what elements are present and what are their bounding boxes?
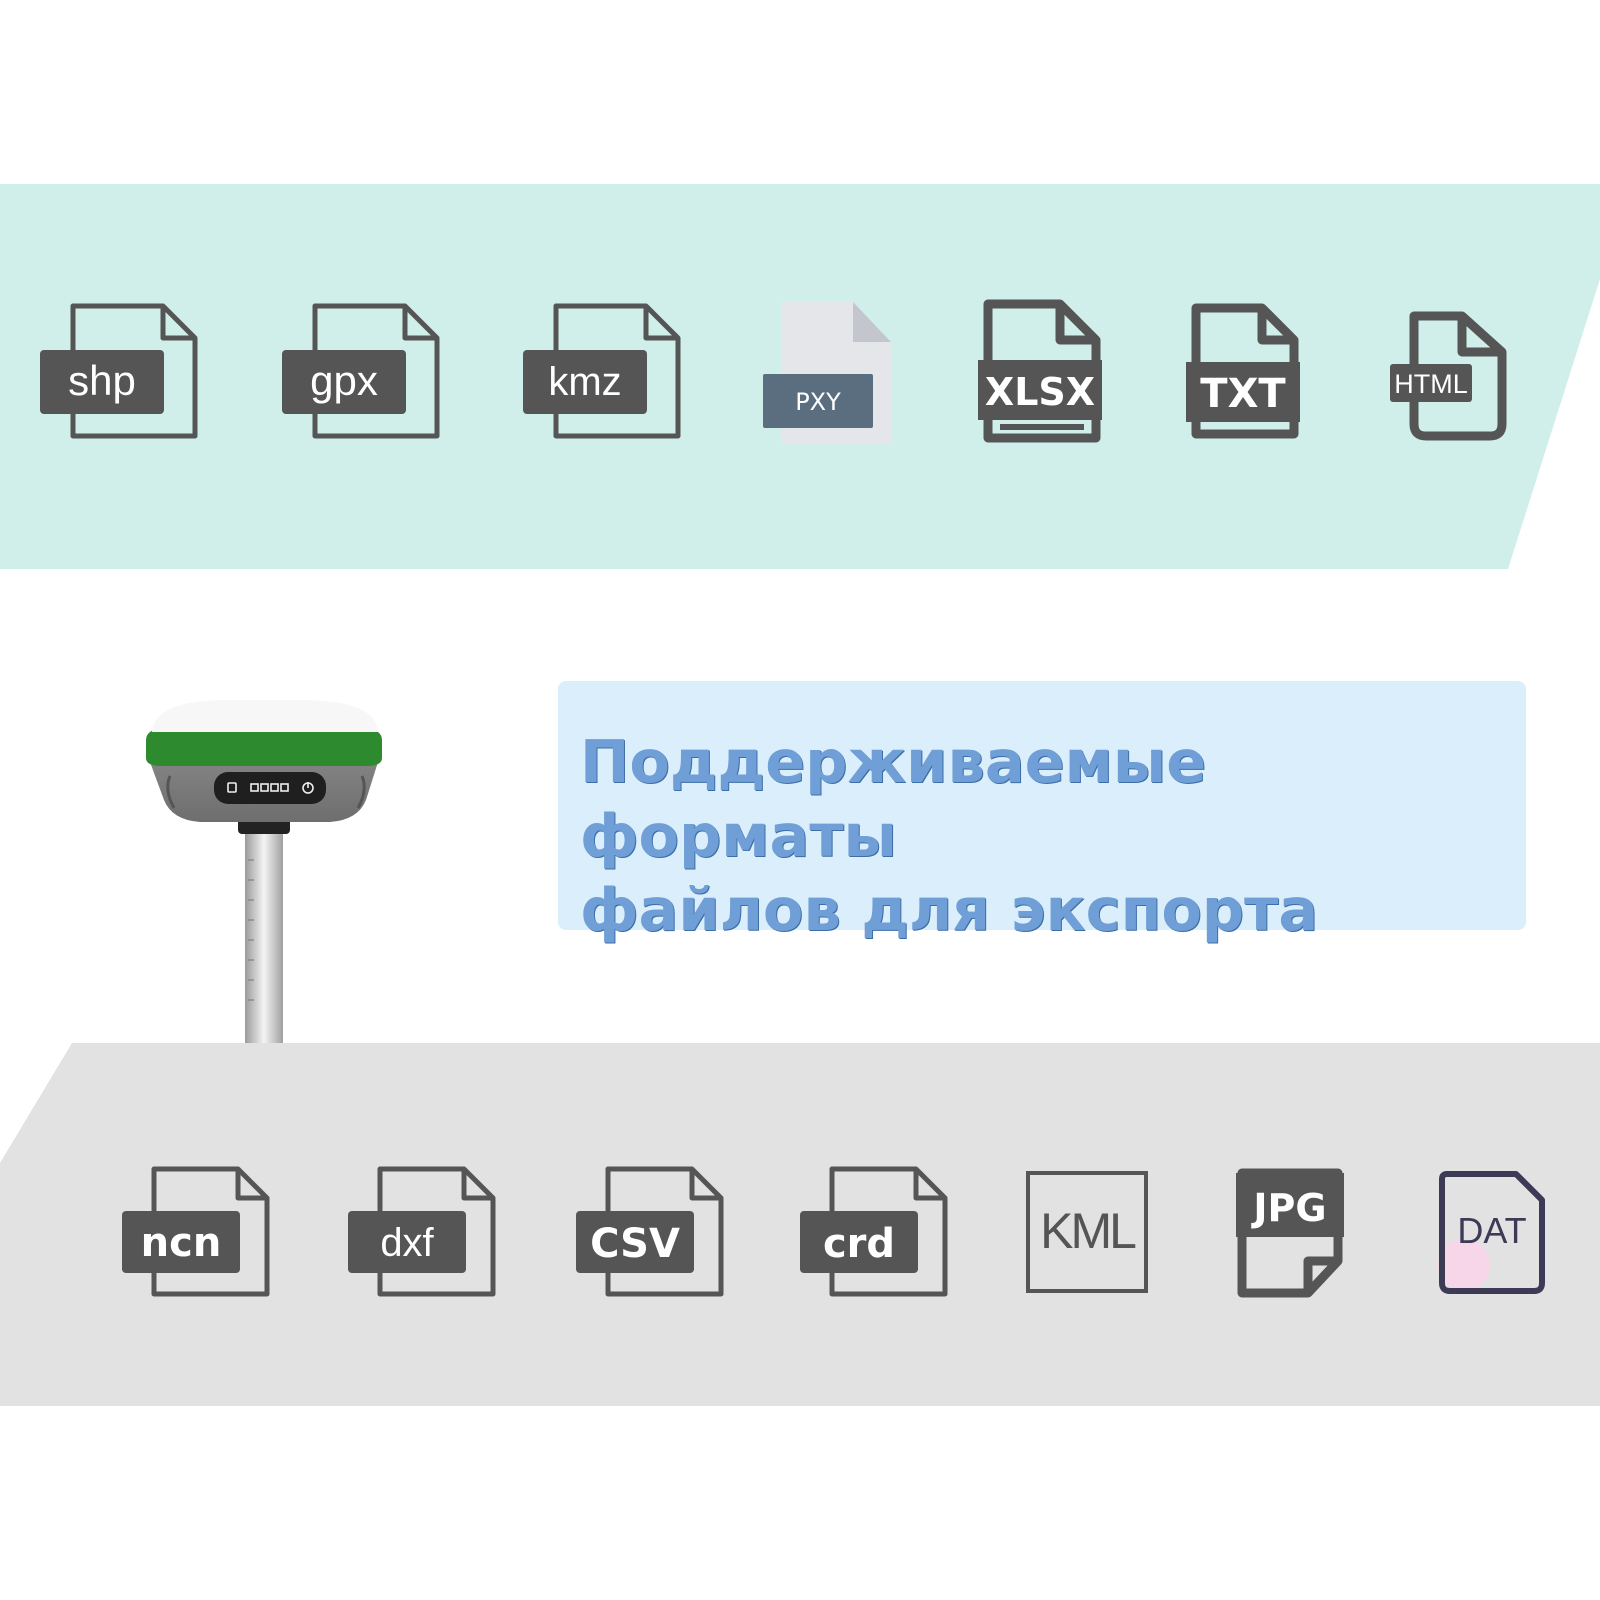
format-label: crd xyxy=(823,1221,895,1267)
crd-file-icon: crd xyxy=(800,1166,950,1302)
html-file-icon: HTML xyxy=(1390,311,1510,442)
top-format-band: shp gpx kmz PXY xyxy=(0,184,1600,569)
gnss-receiver-image xyxy=(140,700,400,1045)
receiver-dome xyxy=(152,700,378,732)
receiver-green-band xyxy=(146,728,382,766)
format-label: HTML xyxy=(1394,369,1468,399)
heading-title: Поддерживаемые форматы файлов для экспор… xyxy=(580,725,1520,947)
format-label: kmz xyxy=(548,360,621,404)
xlsx-file-icon: XLSX xyxy=(978,299,1108,445)
pole xyxy=(245,828,283,1045)
format-label: dxf xyxy=(380,1221,434,1265)
format-label: shp xyxy=(68,357,136,404)
heading-line-1: Поддерживаемые форматы xyxy=(580,727,1207,870)
dat-file-icon: DAT xyxy=(1430,1171,1550,1301)
pxy-file-icon: PXY xyxy=(763,302,893,447)
ncn-file-icon: ncn xyxy=(122,1166,272,1302)
bottom-format-band: ncn dxf CSV crd KML xyxy=(0,1043,1600,1406)
format-label: XLSX xyxy=(985,370,1095,414)
jpg-file-icon: JPG xyxy=(1232,1168,1352,1299)
heading-line-2: файлов для экспорта xyxy=(580,875,1319,944)
heading-panel: Поддерживаемые форматы файлов для экспор… xyxy=(558,681,1526,944)
receiver-panel xyxy=(214,772,326,804)
format-label: DAT xyxy=(1457,1210,1526,1251)
kml-file-icon: KML xyxy=(1026,1171,1150,1295)
format-label: PXY xyxy=(795,388,841,416)
format-label: JPG xyxy=(1250,1186,1326,1230)
format-label: gpx xyxy=(310,357,378,404)
kmz-file-icon: kmz xyxy=(523,303,683,444)
shp-file-icon: shp xyxy=(40,303,200,444)
dxf-file-icon: dxf xyxy=(348,1166,498,1302)
format-label: TXT xyxy=(1200,371,1286,417)
format-label: KML xyxy=(1040,1203,1136,1259)
txt-file-icon: TXT xyxy=(1186,303,1306,444)
csv-file-icon: CSV xyxy=(576,1166,726,1302)
format-label: ncn xyxy=(141,1220,222,1266)
gpx-file-icon: gpx xyxy=(282,303,442,444)
format-label: CSV xyxy=(590,1221,680,1267)
